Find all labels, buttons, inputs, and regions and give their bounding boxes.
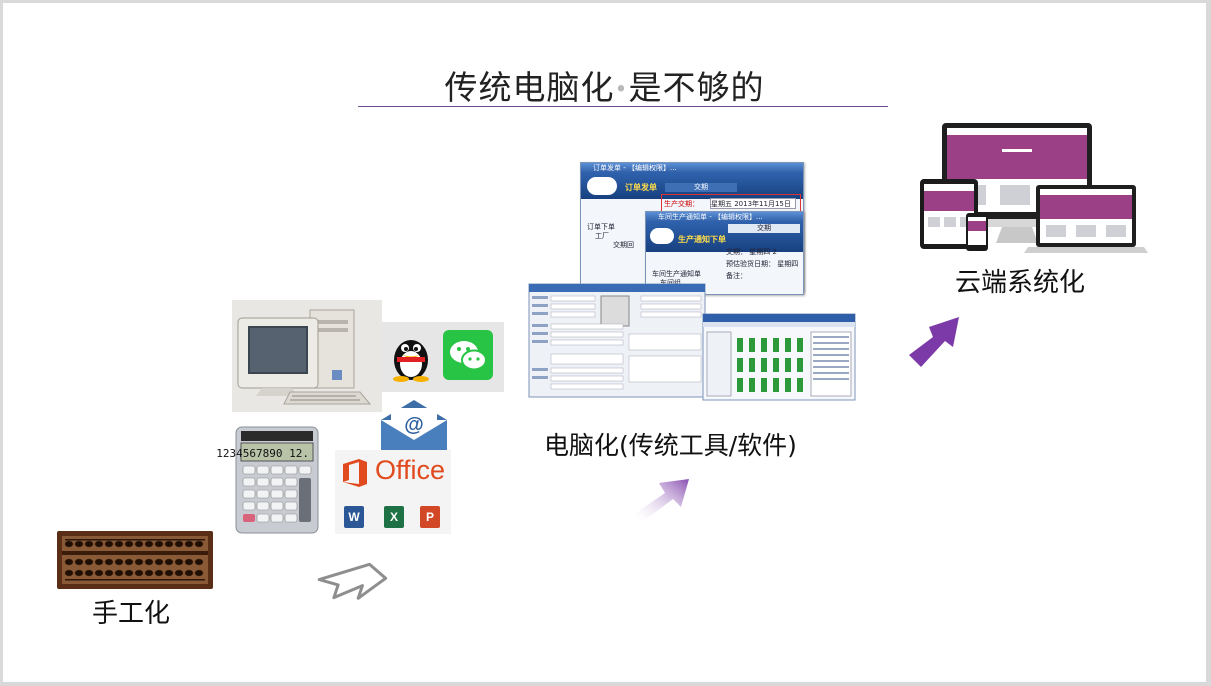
slide-title: 传统电脑化•是不够的 bbox=[3, 61, 1206, 109]
title-right: 是不够的 bbox=[628, 68, 765, 107]
order-tab-delivery[interactable]: 交期 bbox=[665, 183, 737, 192]
title-left: 传统电脑化 bbox=[444, 68, 615, 107]
order-date-row: 生产交期： 星期五 2013年11月15日 bbox=[661, 194, 801, 212]
calculator-display: 1234567890 12. bbox=[216, 447, 309, 460]
title-separator: • bbox=[614, 77, 629, 103]
way-logo-icon bbox=[650, 228, 674, 244]
wechat-icon bbox=[443, 330, 493, 380]
office-logo-icon bbox=[343, 459, 367, 487]
production-field-value[interactable]: 星期四 bbox=[777, 260, 799, 268]
order-band-label: 订单发单 bbox=[625, 183, 657, 192]
production-tree-item[interactable]: 车间组 bbox=[660, 279, 681, 287]
production-window: 车间生产通知单 - 【编辑权限】... 生产通知下单 交期 交期： 星期四 2 … bbox=[645, 211, 804, 295]
production-tree-item[interactable]: 车间生产通知单 bbox=[652, 270, 701, 278]
purple-arrow-icon bbox=[909, 317, 959, 367]
order-window-title: 订单发单 - 【编辑权限】... bbox=[581, 163, 803, 173]
production-window-title: 车间生产通知单 - 【编辑权限】... bbox=[646, 212, 803, 222]
excel-icon: X bbox=[384, 506, 404, 528]
slide: 传统电脑化•是不够的 手工化 1234567890 12. bbox=[3, 3, 1206, 682]
production-field-label: 交期： bbox=[726, 248, 747, 256]
order-date-label: 生产交期： bbox=[664, 200, 699, 208]
faded-purple-arrow-icon bbox=[633, 479, 689, 523]
production-field-label: 备注： bbox=[726, 272, 747, 280]
desktop-computer-image bbox=[232, 300, 382, 412]
responsive-devices-image bbox=[920, 123, 1148, 253]
production-band-label: 生产通知下单 bbox=[678, 235, 726, 244]
word-icon: W bbox=[344, 506, 364, 528]
powerpoint-icon: P bbox=[420, 506, 440, 528]
email-envelope-icon: @ bbox=[381, 400, 447, 452]
order-tree-item[interactable]: 工厂 bbox=[595, 232, 609, 240]
production-tab-delivery[interactable]: 交期 bbox=[728, 224, 800, 233]
production-field-label: 预估验货日期： bbox=[726, 260, 775, 268]
office-logo-text: Office bbox=[375, 455, 446, 485]
email-at-symbol: @ bbox=[404, 414, 424, 436]
outline-arrow-icon bbox=[317, 562, 388, 600]
production-fields: 交期： 星期四 2 预估验货日期： 星期四 备注： bbox=[726, 246, 802, 282]
manual-stage-label: 手工化 bbox=[92, 599, 171, 629]
order-tree-item[interactable]: 交期回 bbox=[613, 241, 634, 249]
calculator-image: 1234567890 12. bbox=[216, 426, 319, 534]
way-logo-icon bbox=[587, 177, 617, 195]
computer-stage-label: 电脑化(传统工具/软件) bbox=[544, 431, 797, 460]
order-date-field[interactable]: 星期五 2013年11月15日 bbox=[710, 198, 796, 209]
title-underline bbox=[358, 106, 888, 107]
abacus-image bbox=[57, 531, 213, 589]
order-tree: 订单下单 工厂 交期回 bbox=[587, 223, 634, 250]
qq-penguin-icon bbox=[393, 340, 429, 382]
erp-form-window bbox=[528, 283, 706, 398]
cloud-stage-label: 云端系统化 bbox=[955, 268, 1086, 298]
erp-dashboard-window bbox=[702, 313, 856, 401]
production-tree: 车间生产通知单 车间组 bbox=[652, 270, 701, 288]
order-tree-item[interactable]: 订单下单 bbox=[587, 223, 615, 231]
production-field-value[interactable]: 星期四 2 bbox=[749, 248, 777, 256]
